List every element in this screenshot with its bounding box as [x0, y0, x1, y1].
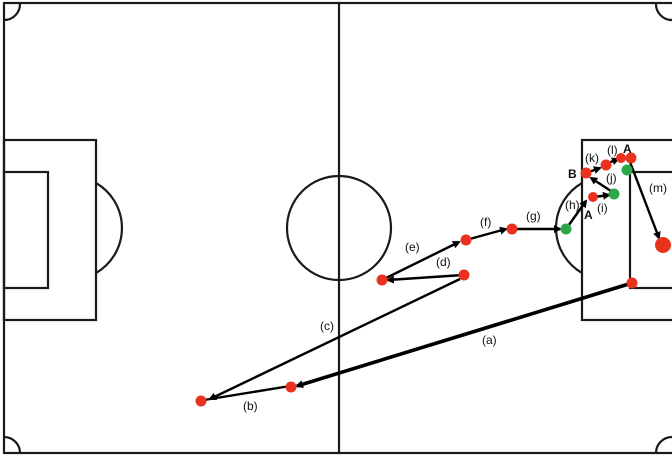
corner-arc-top-left [3, 2, 22, 22]
player-dot [460, 234, 472, 246]
pass-labels: (a) (b) (c) (d) (e) (f) (g) (h) (i) (j) … [243, 143, 667, 413]
corner-arc-bottom-right [654, 435, 672, 454]
right-goal-area [628, 170, 672, 290]
label-j: (j) [606, 171, 617, 185]
center-circle [285, 174, 393, 282]
pass-arrow-d [386, 273, 464, 284]
pass-arrow-m [628, 161, 661, 240]
corner-arc-bottom-left [3, 435, 22, 454]
label-e: (e) [405, 240, 420, 254]
player-dot [625, 152, 637, 164]
label-c: (c) [320, 319, 334, 333]
corner-arc-top-right [654, 2, 672, 22]
left-penalty-area [2, 138, 98, 322]
run-arrow-b [203, 384, 291, 402]
mark-b: B [568, 167, 577, 181]
player-dot-green [621, 164, 633, 176]
player-dot [195, 395, 207, 407]
mark-a-lower: A [584, 208, 593, 222]
pass-arrow-h [565, 199, 588, 230]
label-k: (k) [585, 151, 599, 165]
pass-arrow-e [381, 240, 461, 282]
label-a: (a) [482, 333, 497, 347]
label-d: (d) [436, 255, 451, 269]
player-dot [588, 192, 598, 202]
player-dot [616, 153, 626, 163]
pass-arrow-a [295, 281, 633, 389]
player-dot [285, 381, 297, 393]
label-m: (m) [649, 181, 667, 195]
player-dot [626, 277, 638, 289]
label-b: (b) [243, 399, 258, 413]
player-dot [580, 167, 592, 179]
player-dot-large [655, 237, 671, 253]
player-dots [195, 152, 671, 407]
left-goal-area [2, 170, 50, 290]
player-dot [458, 269, 470, 281]
player-dot-green [560, 223, 572, 235]
player-dot [376, 274, 388, 286]
label-l: (l) [607, 143, 618, 157]
player-dot-green [608, 188, 620, 200]
pass-arrow-f [465, 226, 508, 242]
label-h: (h) [565, 198, 580, 212]
left-penalty-arc [95, 182, 123, 274]
pass-arrows [203, 157, 661, 402]
pass-arrow-c [208, 277, 461, 401]
right-penalty-area [580, 138, 672, 322]
label-f: (f) [480, 215, 491, 229]
label-g: (g) [526, 209, 541, 223]
label-i: (i) [597, 201, 608, 215]
mark-a-upper: A [623, 142, 632, 156]
player-dot [506, 223, 518, 235]
player-marks: A A B [568, 142, 632, 222]
player-dot [600, 159, 612, 171]
